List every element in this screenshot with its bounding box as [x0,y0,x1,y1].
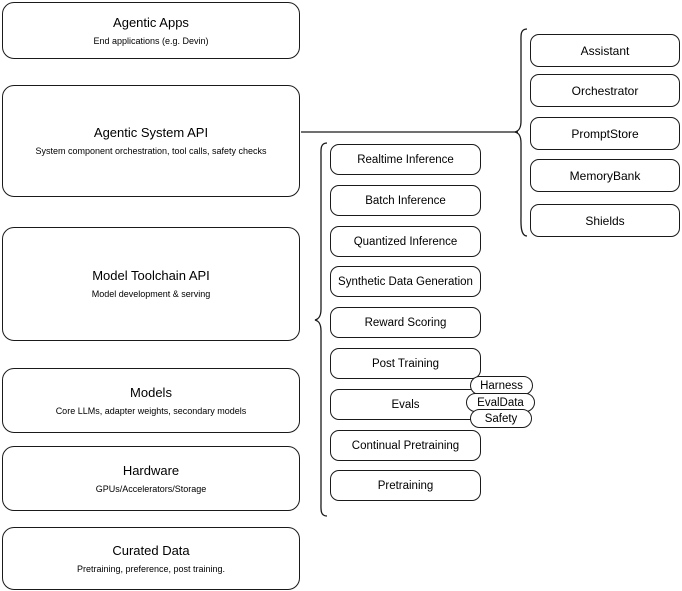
toolchain-item-quantized-inference[interactable]: Quantized Inference [330,226,481,257]
system-item-assistant[interactable]: Assistant [530,34,680,67]
layer-agentic-system-api[interactable]: Agentic System API System component orch… [2,85,300,197]
layer-hardware[interactable]: Hardware GPUs/Accelerators/Storage [2,446,300,511]
layer-subtitle: GPUs/Accelerators/Storage [95,483,207,494]
system-item-promptstore[interactable]: PromptStore [530,117,680,150]
eval-pill-label: EvalData [477,396,524,409]
system-item-memorybank[interactable]: MemoryBank [530,159,680,192]
system-item-shields[interactable]: Shields [530,204,680,237]
toolchain-item-continual-pretraining[interactable]: Continual Pretraining [330,430,481,461]
layer-title: Model Toolchain API [92,268,210,283]
eval-pill-label: Safety [484,412,518,425]
system-item-label: Assistant [580,43,630,58]
toolchain-item-post-training[interactable]: Post Training [330,348,481,379]
brace-toolchain-components [314,142,328,517]
system-item-orchestrator[interactable]: Orchestrator [530,74,680,107]
system-item-label: Shields [585,213,625,228]
toolchain-item-label: Evals [391,398,420,411]
layer-subtitle: System component orchestration, tool cal… [35,146,267,156]
system-item-label: Orchestrator [571,83,639,98]
toolchain-item-label: Pretraining [377,479,434,492]
toolchain-item-label: Reward Scoring [364,316,447,329]
toolchain-item-label: Continual Pretraining [351,439,460,452]
layer-models[interactable]: Models Core LLMs, adapter weights, secon… [2,368,300,433]
layer-title: Models [130,384,172,400]
toolchain-item-batch-inference[interactable]: Batch Inference [330,185,481,216]
layer-subtitle: End applications (e.g. Devin) [93,35,209,46]
toolchain-item-label: Realtime Inference [357,153,454,166]
layer-title: Agentic System API [93,125,209,140]
system-item-label: MemoryBank [569,168,641,183]
toolchain-item-synthetic-data-generation[interactable]: Synthetic Data Generation [330,266,481,297]
layer-subtitle: Pretraining, preference, post training. [76,563,226,574]
toolchain-item-label: Quantized Inference [353,235,458,248]
toolchain-item-reward-scoring[interactable]: Reward Scoring [330,307,481,338]
layer-curated-data[interactable]: Curated Data Pretraining, preference, po… [2,527,300,590]
toolchain-item-pretraining[interactable]: Pretraining [330,470,481,501]
eval-pill-label: Harness [480,379,523,392]
layer-subtitle: Model development & serving [91,289,211,299]
layer-subtitle: Core LLMs, adapter weights, secondary mo… [55,405,247,416]
toolchain-item-realtime-inference[interactable]: Realtime Inference [330,144,481,175]
layer-title: Agentic Apps [113,14,189,30]
layer-agentic-apps[interactable]: Agentic Apps End applications (e.g. Devi… [2,2,300,59]
eval-pill-safety[interactable]: Safety [470,409,532,428]
toolchain-item-label: Batch Inference [365,194,446,207]
toolchain-item-evals[interactable]: Evals [330,389,481,420]
layer-title: Curated Data [112,542,190,558]
brace-system-components [514,28,528,237]
system-item-label: PromptStore [571,126,639,141]
toolchain-item-label: Post Training [371,357,440,370]
toolchain-item-label: Synthetic Data Generation [338,275,473,288]
layer-title: Hardware [122,462,180,478]
layer-model-toolchain-api[interactable]: Model Toolchain API Model development & … [2,227,300,341]
